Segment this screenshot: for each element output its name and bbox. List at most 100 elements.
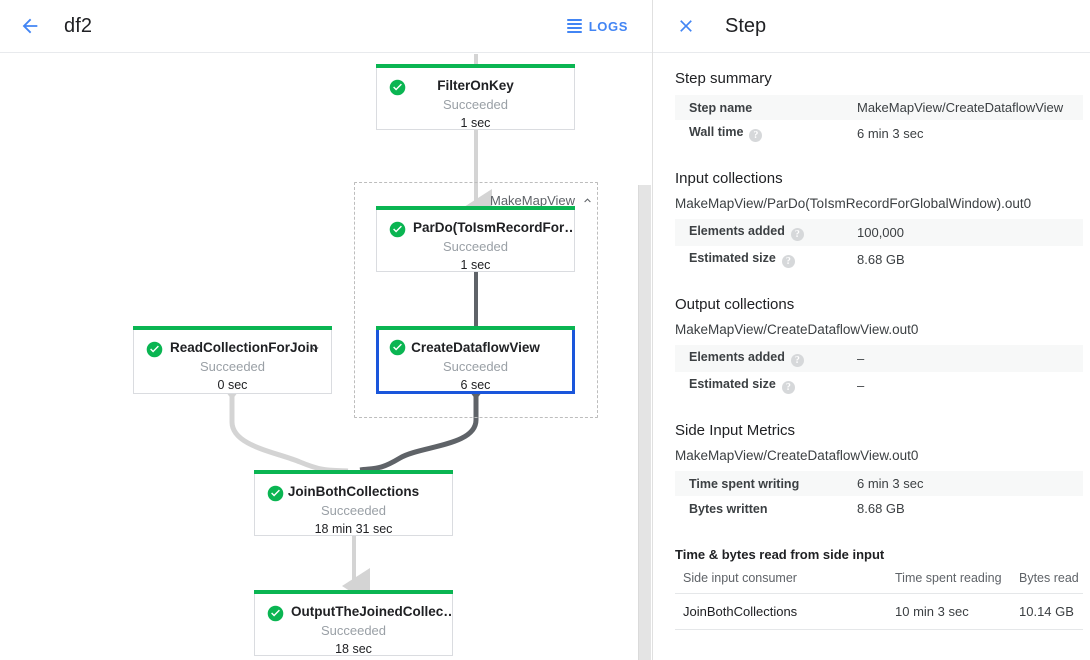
side-input-collection-name: MakeMapView/CreateDataflowView.out0 (675, 448, 919, 463)
graph-node-outputthejoinedcollection[interactable]: OutputTheJoinedCollec… Succeeded 18 sec (254, 590, 453, 659)
job-graph-canvas[interactable]: MakeMapView FilterOnKey Succeeded 1 sec (0, 54, 652, 660)
close-icon[interactable] (673, 13, 699, 39)
row-key-label: Elements added (689, 224, 785, 238)
row-value: 100,000 (857, 225, 904, 240)
chevron-down-icon[interactable] (308, 342, 322, 356)
help-icon[interactable]: ? (790, 228, 804, 241)
node-name: ParDo(ToIsmRecordFor… (413, 220, 574, 235)
job-header: df2 LOGS (0, 0, 652, 53)
graph-node-pardo[interactable]: ParDo(ToIsmRecordFor… Succeeded 1 sec (376, 206, 575, 275)
subheading-side-input-read: Time & bytes read from side input (675, 547, 885, 562)
cell-time-spent-reading: 10 min 3 sec (887, 593, 1011, 630)
node-status-bar (254, 470, 453, 474)
node-status: Succeeded (442, 97, 509, 112)
graph-node-filteronkey[interactable]: FilterOnKey Succeeded 1 sec (376, 64, 575, 130)
composite-container-makemapview[interactable] (354, 182, 598, 418)
row-key: Bytes written (675, 496, 843, 521)
row-key: Elements added? (675, 345, 843, 372)
row-key-label: Estimated size (689, 251, 776, 265)
graph-edges (226, 54, 492, 604)
back-arrow-icon[interactable] (16, 12, 44, 40)
section-heading-input-collections: Input collections (675, 170, 783, 187)
row-key: Elements added? (675, 219, 843, 246)
row-value: MakeMapView/CreateDataflowView (857, 100, 1064, 115)
row-key-label: Wall time (689, 125, 744, 139)
logs-button[interactable]: LOGS (559, 13, 636, 40)
node-status: Succeeded (442, 239, 509, 254)
step-panel-header: Step (653, 0, 1090, 53)
chevron-up-icon[interactable] (581, 194, 594, 207)
row-key-label: Elements added (689, 350, 785, 364)
side-input-metrics-table: Time spent writing 6 min 3 sec Bytes wri… (675, 471, 1083, 521)
table-row: Estimated size? 8.68 GB (675, 246, 1083, 273)
graph-scrollbar[interactable] (638, 54, 651, 660)
graph-node-readcollectionforjoin[interactable]: ReadCollectionForJoin Succeeded 0 sec (133, 326, 332, 395)
output-collection-name: MakeMapView/CreateDataflowView.out0 (675, 322, 919, 337)
node-labels: ParDo(ToIsmRecordFor… Succeeded 1 sec (377, 218, 574, 275)
node-status-bar (376, 64, 575, 68)
graph-node-joinbothcollections[interactable]: JoinBothCollections Succeeded 18 min 31 … (254, 470, 453, 536)
node-time: 0 sec (217, 378, 248, 392)
graph-scrollbar-thumb[interactable] (638, 185, 651, 660)
status-success-icon (389, 221, 406, 238)
row-value: – (857, 351, 865, 366)
input-collections-table: Elements added? 100,000 Estimated size? … (675, 219, 1083, 273)
row-value: 6 min 3 sec (857, 126, 924, 141)
node-status-bar (133, 326, 332, 330)
column-header-bytes-read: Bytes read (1011, 567, 1083, 594)
table-header-row: Side input consumer Time spent reading B… (675, 567, 1083, 594)
node-name: ReadCollectionForJoin (170, 340, 318, 355)
composite-label-makemapview[interactable]: MakeMapView (490, 193, 594, 208)
step-panel-title: Step (725, 14, 767, 37)
graph-node-createdataflowview[interactable]: CreateDataflowView Succeeded 6 sec (376, 326, 575, 395)
side-input-read-table: Side input consumer Time spent reading B… (675, 567, 1083, 630)
step-panel-body: Step summary Step name MakeMapView/Creat… (653, 53, 1090, 630)
node-name: CreateDataflowView (411, 340, 540, 355)
node-status: Succeeded (320, 503, 387, 518)
table-row: Time spent writing 6 min 3 sec (675, 471, 1083, 496)
row-key-label: Estimated size (689, 377, 776, 391)
table-row: Bytes written 8.68 GB (675, 496, 1083, 521)
node-name: FilterOnKey (437, 78, 514, 93)
node-status-bar (254, 590, 453, 594)
input-collection-name: MakeMapView/ParDo(ToIsmRecordForGlobalWi… (675, 196, 1032, 211)
column-header-side-input-consumer: Side input consumer (675, 567, 887, 594)
row-key-label: Time spent writing (689, 476, 800, 491)
status-success-icon (389, 339, 406, 356)
node-status: Succeeded (320, 623, 387, 638)
row-key: Estimated size? (675, 246, 843, 273)
row-value: 8.68 GB (857, 501, 905, 516)
status-success-icon (389, 79, 406, 96)
column-header-time-spent-reading: Time spent reading (887, 567, 1011, 594)
section-heading-side-input-metrics: Side Input Metrics (675, 422, 796, 439)
row-value: – (857, 378, 865, 393)
job-graph-panel: df2 LOGS (0, 0, 653, 660)
row-key: Time spent writing (675, 471, 843, 496)
row-key: Estimated size? (675, 372, 843, 399)
node-status-bar (376, 326, 575, 330)
row-value: 8.68 GB (857, 252, 905, 267)
step-summary-table: Step name MakeMapView/CreateDataflowView… (675, 95, 1083, 147)
node-name: OutputTheJoinedCollec… (291, 604, 452, 619)
row-key: Wall time? (675, 120, 843, 147)
node-time: 6 sec (460, 378, 491, 392)
table-row[interactable]: JoinBothCollections 10 min 3 sec 10.14 G… (675, 593, 1083, 630)
status-success-icon (267, 605, 284, 622)
table-row: Step name MakeMapView/CreateDataflowView (675, 95, 1083, 120)
table-row: Elements added? 100,000 (675, 219, 1083, 246)
help-icon[interactable]: ? (781, 381, 795, 394)
help-icon[interactable]: ? (790, 354, 804, 367)
node-labels: CreateDataflowView Succeeded 6 sec (379, 338, 572, 395)
composite-name: MakeMapView (490, 193, 576, 208)
node-status-bar (376, 206, 575, 210)
help-icon[interactable]: ? (749, 129, 763, 142)
table-row: Wall time? 6 min 3 sec (675, 120, 1083, 147)
section-heading-step-summary: Step summary (675, 70, 772, 87)
help-icon[interactable]: ? (781, 255, 795, 268)
row-key-label: Step name (689, 100, 753, 115)
step-details-panel: Step Step summary Step name MakeMapView/… (653, 0, 1090, 660)
node-labels: OutputTheJoinedCollec… Succeeded 18 sec (255, 602, 452, 659)
node-labels: ReadCollectionForJoin Succeeded 0 sec (134, 338, 331, 395)
row-key-label: Bytes written (689, 501, 768, 516)
